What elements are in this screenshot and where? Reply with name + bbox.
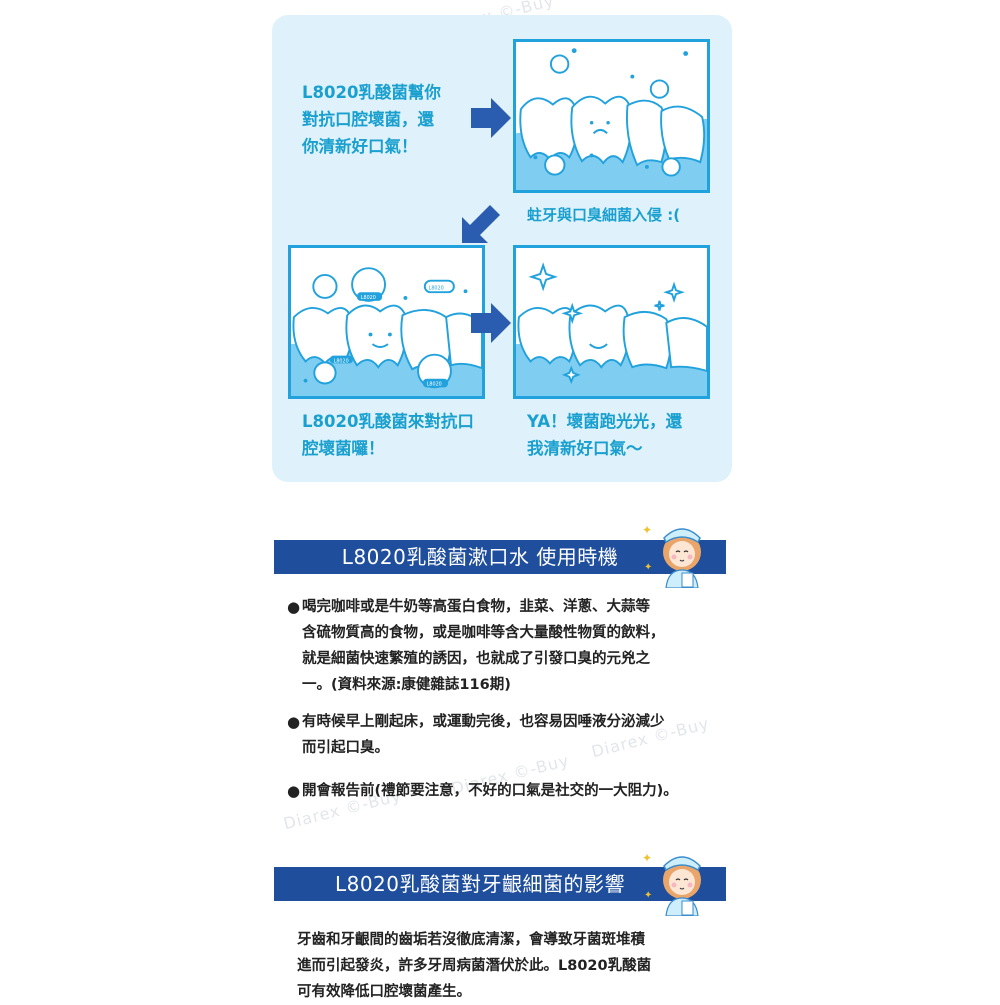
bullet-icon: ● [287, 782, 301, 800]
svg-text:L8020: L8020 [429, 285, 444, 291]
bullet-icon: ● [287, 713, 301, 731]
section-banner-usage: L8020乳酸菌漱口水 使用時機 [274, 540, 726, 574]
arrow-right-icon [471, 303, 511, 343]
arrow-down-left-icon [462, 205, 500, 243]
caption-line: 你清新好口氣！ [302, 137, 418, 156]
text-line: 就是細菌快速繁殖的誘因，也就成了引發口臭的元兇之 [302, 651, 650, 667]
section-title: L8020乳酸菌對牙齦細菌的影響 [334, 872, 626, 896]
nurse-mascot-icon: ✦ ✦ [642, 851, 701, 916]
teeth-happy-illustration [516, 262, 707, 396]
text-line: 喝完咖啡或是牛奶等高蛋白食物，韭菜、洋蔥、大蒜等 [302, 599, 650, 615]
intro-caption: L8020乳酸菌幫你 對抗口腔壞菌，還 你清新好口氣！ [302, 79, 482, 160]
gum-bacteria-paragraph: 牙齒和牙齦間的齒垢若沒徹底清潔，會導致牙菌斑堆積 進而引起發炎，許多牙周病菌潛伏… [297, 927, 737, 1005]
text-line: 含硫物質高的食物，或是咖啡等含大量酸性物質的飲料， [302, 625, 665, 641]
svg-text:L8020: L8020 [334, 358, 349, 364]
panel1-caption: 蛀牙與口臭細菌入侵 :( [527, 206, 681, 224]
infographic-card: L8020乳酸菌幫你 對抗口腔壞菌，還 你清新好口氣！ 蛀牙與口臭細菌入侵 :( [272, 15, 732, 482]
caption-line: YA！壞菌跑光光，還 [527, 412, 683, 431]
text-line: 牙齒和牙齦間的齒垢若沒徹底清潔，會導致牙菌斑堆積 [297, 932, 645, 948]
svg-text:✦: ✦ [644, 890, 652, 901]
svg-text:✦: ✦ [644, 562, 652, 573]
svg-text:✦: ✦ [642, 523, 652, 537]
bullet-icon: ● [287, 598, 301, 616]
panel3-caption: YA！壞菌跑光光，還 我清新好口氣～ [527, 408, 727, 462]
text-line: 一。(資料來源:康健雜誌116期) [302, 677, 511, 693]
l8020-label: L8020 [361, 295, 376, 301]
nurse-mascot-icon: ✦ ✦ [642, 523, 701, 588]
usage-bullet: ● 有時候早上剛起床，或運動完後，也容易因唾液分泌減少 而引起口臭。 [287, 709, 737, 761]
arrow-right-icon [471, 98, 511, 138]
text-line: 有時候早上剛起床，或運動完後，也容易因唾液分泌減少 [302, 714, 665, 730]
panel2-caption: L8020乳酸菌來對抗口 腔壞菌囉！ [302, 408, 502, 462]
caption-line: 對抗口腔壞菌，還 [302, 110, 434, 129]
caption-line: L8020乳酸菌來對抗口 [302, 412, 474, 431]
teeth-sad-illustration [516, 48, 707, 190]
svg-text:✦: ✦ [642, 851, 652, 865]
svg-text:L8020: L8020 [427, 381, 442, 387]
text-line: 而引起口臭。 [302, 740, 389, 756]
caption-line: 我清新好口氣～ [527, 439, 643, 458]
text-line: 可有效降低口腔壞菌產生。 [297, 984, 471, 1000]
section-banner-gum-bacteria: L8020乳酸菌對牙齦細菌的影響 [274, 867, 726, 901]
text-line: 開會報告前(禮節要注意，不好的口氣是社交的一大阻力)。 [302, 783, 678, 799]
caption-line: L8020乳酸菌幫你 [302, 83, 441, 102]
usage-bullet: ● 喝完咖啡或是牛奶等高蛋白食物，韭菜、洋蔥、大蒜等 含硫物質高的食物，或是咖啡… [287, 594, 737, 698]
caption-line: 腔壞菌囉！ [302, 439, 385, 458]
teeth-l8020-illustration: L8020 L8020 L8020 L8020 [291, 267, 482, 396]
panel-clean-teeth [513, 245, 710, 399]
section-title: L8020乳酸菌漱口水 使用時機 [341, 545, 619, 569]
text-line: 進而引起發炎，許多牙周病菌潛伏於此。L8020乳酸菌 [297, 958, 652, 974]
panel-l8020-fights: L8020 L8020 L8020 L8020 [288, 245, 485, 399]
usage-bullet: ● 開會報告前(禮節要注意，不好的口氣是社交的一大阻力)。 [287, 778, 737, 804]
panel-bacteria-invade [513, 39, 710, 193]
